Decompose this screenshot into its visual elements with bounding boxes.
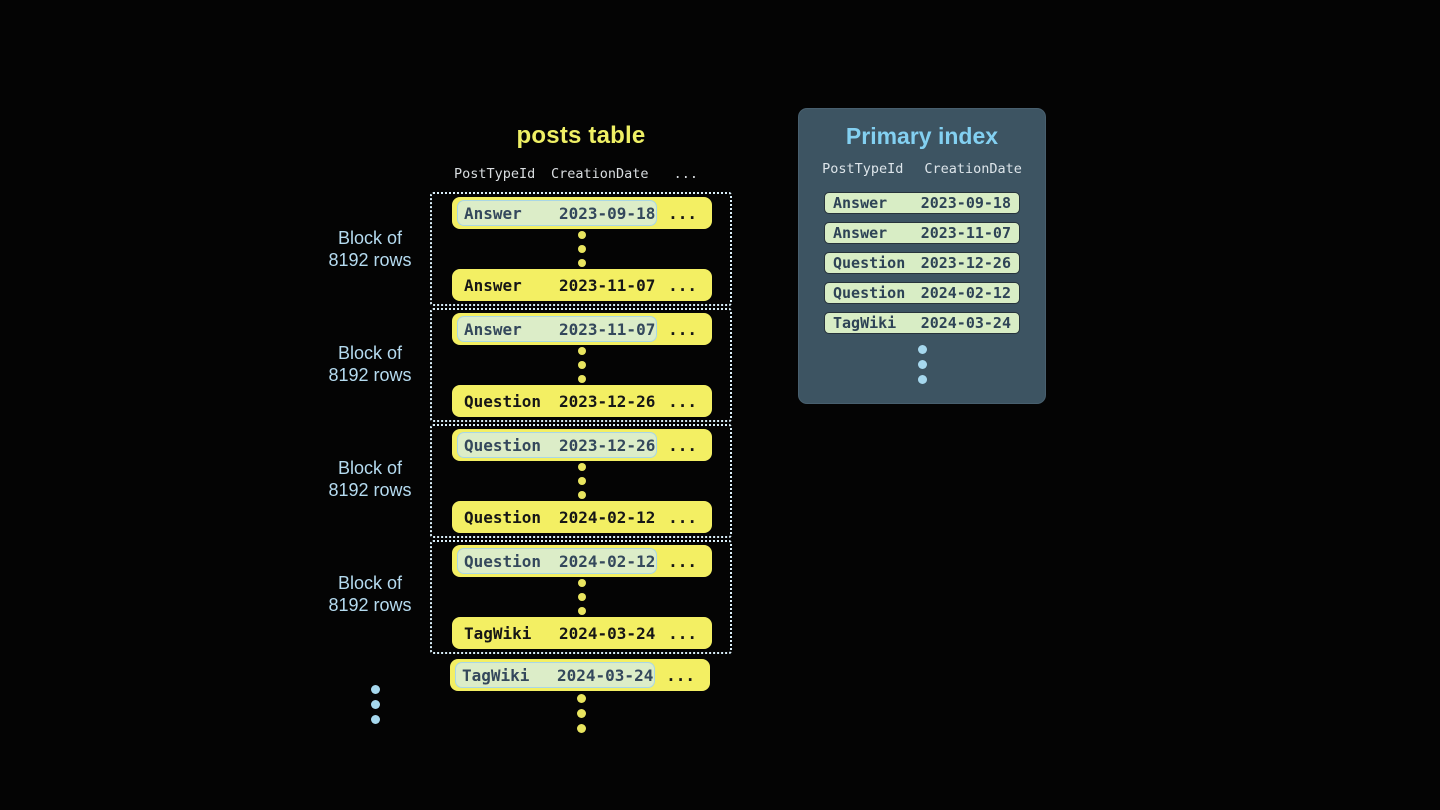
dot-icon — [578, 593, 586, 601]
primary-index-column-header: PostTypeId CreationDate — [798, 161, 1046, 177]
rows-ellipsis-dots — [452, 229, 712, 269]
index-continuation-ellipsis-dots — [798, 345, 1046, 384]
index-entry: Answer 2023-11-07 — [824, 222, 1020, 244]
dot-icon — [576, 724, 586, 733]
dot-icon — [578, 231, 586, 239]
primary-index-title: Primary index — [845, 123, 999, 149]
index-entry: Question 2024-02-12 — [824, 282, 1020, 304]
row-block-4: Question 2024-02-12 ... TagWiki 2024-03-… — [430, 540, 732, 654]
row-block-1: Answer 2023-09-18 ... Answer 2023-11-07 … — [430, 192, 732, 306]
rows-ellipsis-dots — [452, 577, 712, 617]
primary-index-panel: Primary index PostTypeId CreationDate An… — [798, 108, 1046, 404]
dot-icon — [578, 361, 586, 369]
block-label-1: Block of 8192 rows — [328, 228, 412, 270]
rows-ellipsis-dots — [452, 461, 712, 501]
index-mark-highlight — [455, 662, 655, 688]
table-continuation-ellipsis-dots — [430, 694, 732, 733]
table-row: Question 2023-12-26 ... — [452, 429, 712, 461]
table-row: TagWiki 2024-03-24 ... — [452, 617, 712, 649]
row-block-2: Answer 2023-11-07 ... Question 2023-12-2… — [430, 308, 732, 422]
index-entry: Answer 2023-09-18 — [824, 192, 1020, 214]
index-mark-highlight — [457, 432, 657, 458]
rows-ellipsis-dots — [452, 345, 712, 385]
posts-table-blocks: Answer 2023-09-18 ... Answer 2023-11-07 … — [430, 192, 732, 691]
table-row: Question 2023-12-26 ... — [452, 385, 712, 417]
dot-icon — [370, 715, 380, 724]
dot-icon — [578, 245, 586, 253]
table-row: Question 2024-02-12 ... — [452, 545, 712, 577]
index-entry: Question 2023-12-26 — [824, 252, 1020, 274]
index-mark-highlight — [457, 548, 657, 574]
block-label-4: Block of 8192 rows — [328, 573, 412, 615]
dot-icon — [370, 700, 380, 709]
column-header-posttypeid: PostTypeId — [454, 166, 536, 182]
index-mark-highlight — [457, 200, 657, 226]
dot-icon — [578, 347, 586, 355]
index-entry: TagWiki 2024-03-24 — [824, 312, 1020, 334]
dot-icon — [576, 709, 586, 718]
table-row: TagWiki 2024-03-24 ... — [450, 659, 710, 691]
dot-icon — [578, 579, 586, 587]
dot-icon — [917, 345, 927, 354]
dot-icon — [578, 477, 586, 485]
table-row: Question 2024-02-12 ... — [452, 501, 712, 533]
table-row: Answer 2023-11-07 ... — [452, 313, 712, 345]
dot-icon — [578, 491, 586, 499]
dot-icon — [917, 360, 927, 369]
dot-icon — [578, 259, 586, 267]
posts-table-title: posts table — [516, 122, 646, 149]
column-header-creationdate: CreationDate — [924, 161, 1022, 177]
dot-icon — [578, 607, 586, 615]
table-row: Answer 2023-11-07 ... — [452, 269, 712, 301]
table-row: Answer 2023-09-18 ... — [452, 197, 712, 229]
posts-table-column-header: PostTypeId CreationDate ... — [452, 165, 712, 183]
dot-icon — [370, 685, 380, 694]
column-header-ellipsis: ... — [673, 166, 698, 182]
index-mark-highlight — [457, 316, 657, 342]
block-label-2: Block of 8192 rows — [328, 343, 412, 385]
block-label-3: Block of 8192 rows — [328, 458, 412, 500]
dot-icon — [576, 694, 586, 703]
dot-icon — [578, 463, 586, 471]
column-header-posttypeid: PostTypeId — [822, 161, 904, 177]
row-block-3: Question 2023-12-26 ... Question 2024-02… — [430, 424, 732, 538]
dot-icon — [917, 375, 927, 384]
primary-index-entries: Answer 2023-09-18 Answer 2023-11-07 Ques… — [798, 192, 1046, 334]
blocks-continuation-ellipsis-dots — [362, 685, 388, 724]
column-header-creationdate: CreationDate — [551, 166, 649, 182]
dot-icon — [578, 375, 586, 383]
